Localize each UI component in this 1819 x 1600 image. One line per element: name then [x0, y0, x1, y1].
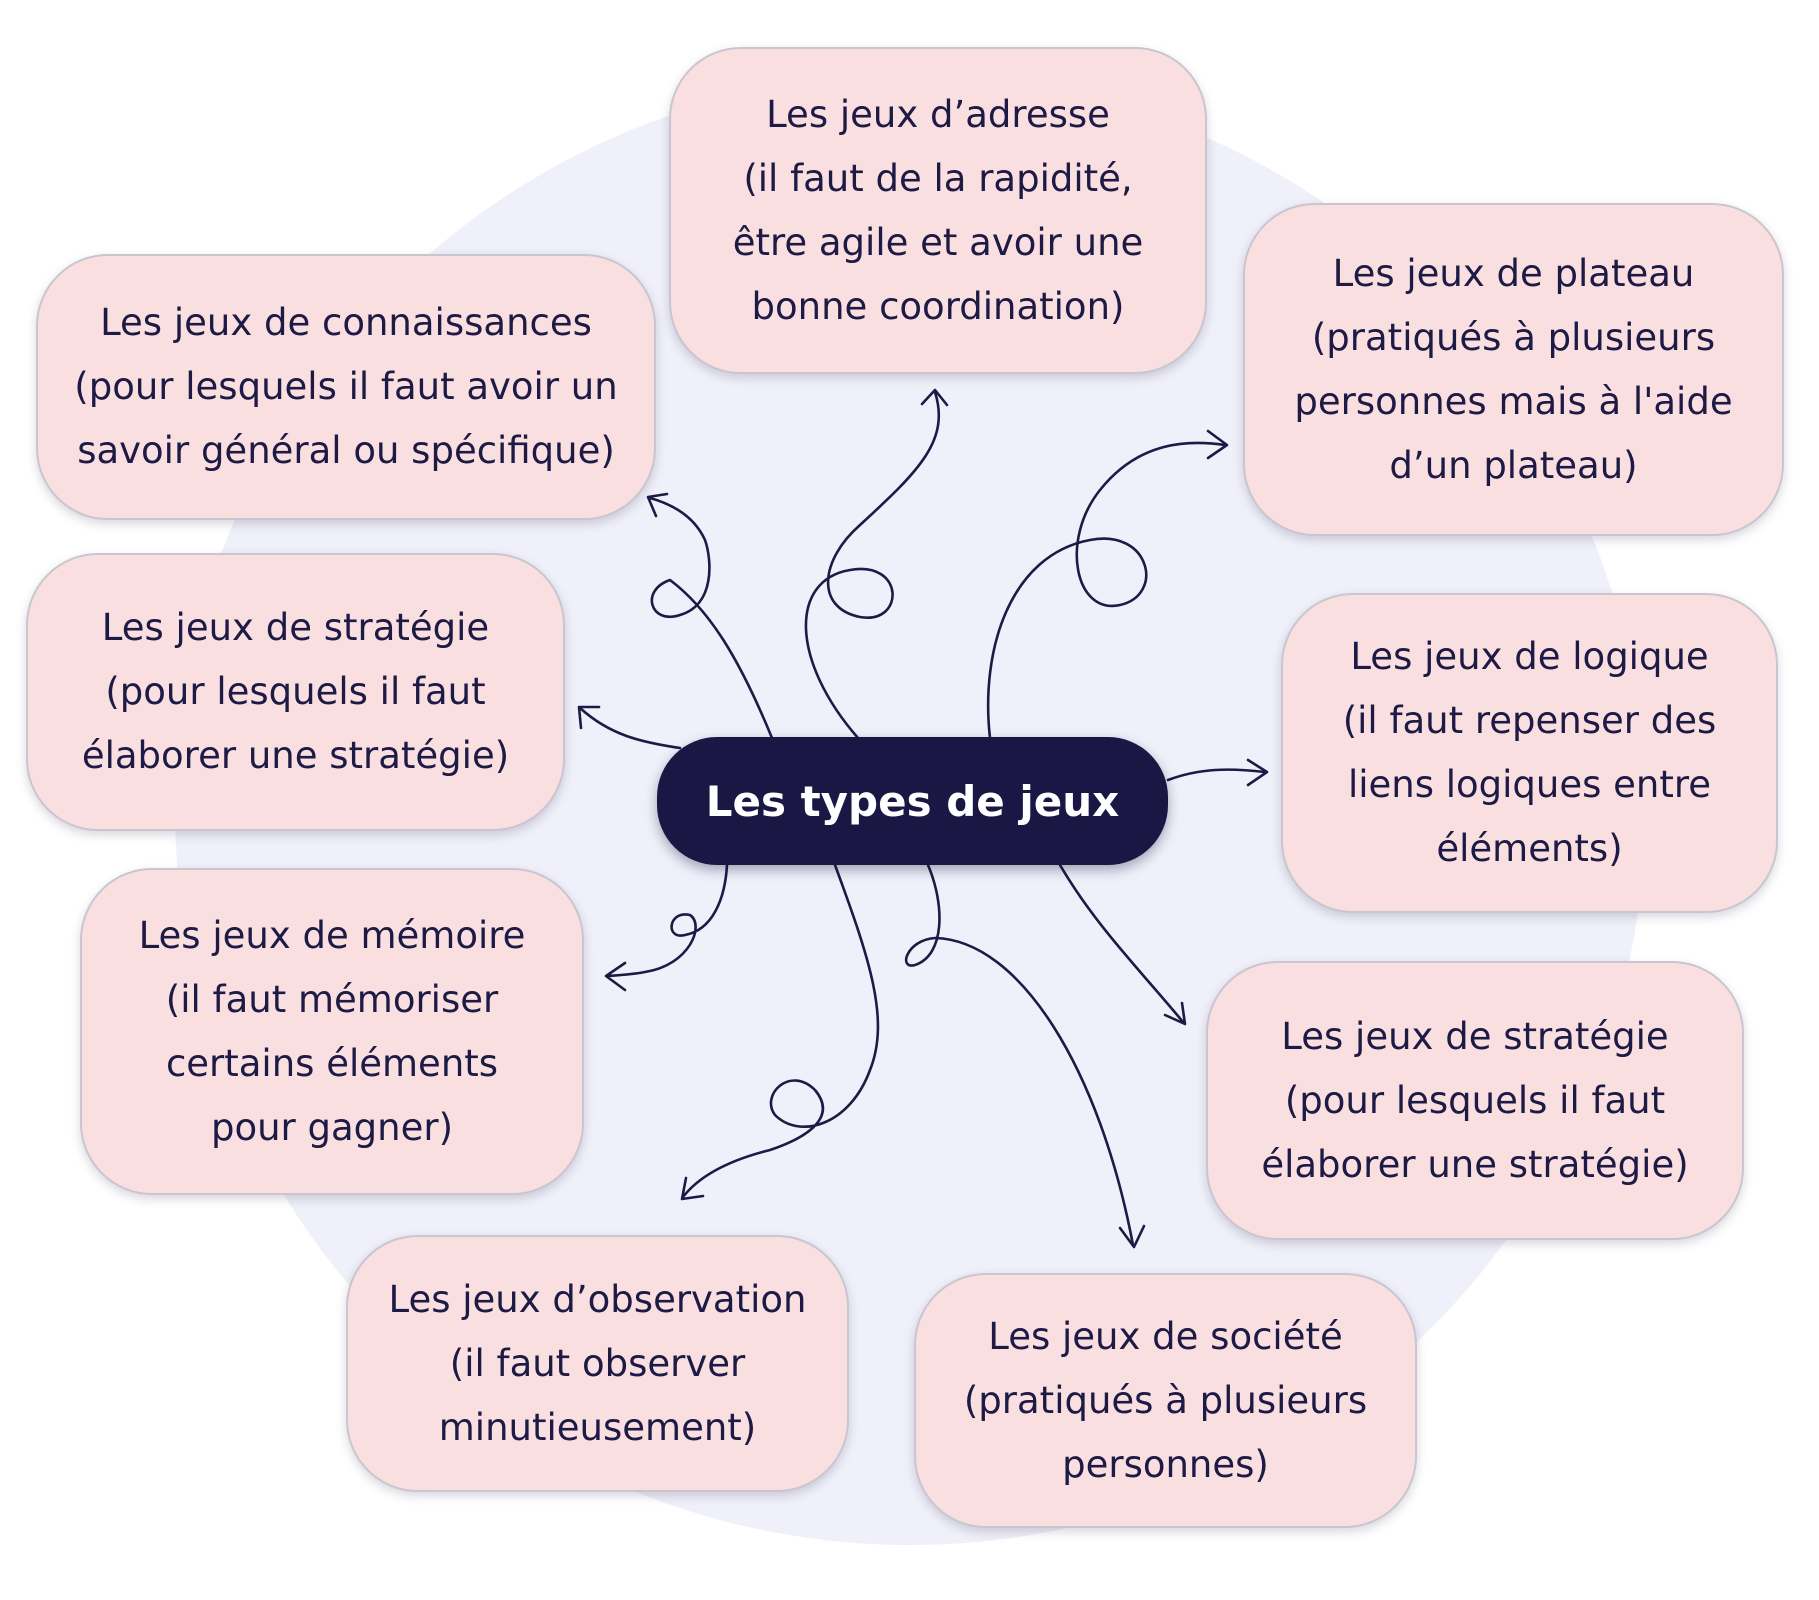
arrowhead-connaissances [646, 492, 669, 518]
node-plateau-desc-1: (pratiqués à plusieurs [1311, 315, 1716, 359]
arrow-to-strategie-left [578, 706, 682, 750]
node-logique-desc-1: (il faut repenser des [1342, 699, 1717, 742]
arrow-to-connaissances [648, 496, 774, 740]
arrow-to-adresse [804, 390, 941, 740]
node-logique-desc-2: liens logiques entre [1347, 763, 1712, 806]
node-observation-title: Les jeux d’observation [388, 1277, 807, 1321]
node-jeux-logique: Les jeux de logique (il faut repenser de… [1281, 593, 1778, 913]
node-jeux-adresse: Les jeux d’adresse (il faut de la rapidi… [669, 47, 1207, 374]
node-jeux-strategie-left: Les jeux de stratégie (pour lesquels il … [26, 553, 565, 831]
node-plateau-desc-2: personnes mais à l'aide [1294, 379, 1733, 423]
node-jeux-plateau: Les jeux de plateau (pratiqués à plusieu… [1243, 203, 1784, 536]
node-societe-desc-1: (pratiqués à plusieurs [963, 1378, 1368, 1422]
arrowhead-strategie-right [1163, 1001, 1187, 1026]
node-jeux-societe: Les jeux de société (pratiqués à plusieu… [914, 1273, 1417, 1528]
node-plateau-title: Les jeux de plateau [1332, 251, 1695, 295]
arrowhead-societe [1118, 1224, 1146, 1249]
node-strategie-left-desc-2: élaborer une stratégie) [81, 734, 510, 777]
node-strategie-right-desc-1: (pour lesquels il faut [1284, 1078, 1666, 1122]
node-adresse-desc-1: (il faut de la rapidité, [743, 156, 1133, 200]
node-memoire-desc-1: (il faut mémoriser [165, 977, 499, 1021]
arrow-to-logique [1166, 768, 1267, 782]
center-node: Les types de jeux [657, 737, 1168, 865]
arrow-to-societe [904, 863, 1135, 1247]
arrow-to-memoire [606, 863, 729, 978]
arrowhead-logique [1246, 758, 1269, 787]
node-societe-desc-2: personnes) [1062, 1442, 1269, 1486]
node-strategie-left-title: Les jeux de stratégie [101, 606, 490, 649]
node-societe-title: Les jeux de société [988, 1314, 1343, 1358]
node-plateau-desc-3: d’un plateau) [1389, 443, 1638, 487]
node-observation-desc-1: (il faut observer [449, 1341, 746, 1385]
node-connaissances-desc-1: (pour lesquels il faut avoir un [74, 365, 618, 408]
node-adresse-desc-3: bonne coordination) [751, 284, 1125, 328]
node-jeux-observation: Les jeux d’observation (il faut observer… [346, 1235, 849, 1492]
arrowhead-plateau [1206, 429, 1229, 460]
node-strategie-left-desc-1: (pour lesquels il faut [105, 670, 486, 713]
node-memoire-desc-3: pour gagner) [210, 1105, 454, 1149]
node-connaissances-title: Les jeux de connaissances [100, 301, 592, 344]
node-strategie-right-title: Les jeux de stratégie [1281, 1014, 1669, 1058]
arrowhead-observation [680, 1176, 705, 1201]
arrow-to-strategie-right [1058, 863, 1185, 1024]
node-jeux-strategie-right: Les jeux de stratégie (pour lesquels il … [1206, 961, 1744, 1240]
center-title: Les types de jeux [705, 776, 1120, 826]
arrow-to-observation [681, 863, 880, 1199]
node-strategie-right-desc-2: élaborer une stratégie) [1261, 1142, 1689, 1186]
arrow-to-plateau [986, 441, 1227, 740]
node-logique-desc-3: éléments) [1436, 827, 1623, 870]
arrowhead-adresse [920, 388, 949, 407]
node-jeux-connaissances: Les jeux de connaissances (pour lesquels… [36, 254, 656, 520]
node-adresse-desc-2: être agile et avoir une [732, 220, 1144, 264]
node-jeux-memoire: Les jeux de mémoire (il faut mémoriser c… [80, 868, 584, 1195]
node-adresse-title: Les jeux d’adresse [766, 92, 1110, 136]
node-logique-title: Les jeux de logique [1350, 635, 1709, 678]
arrowhead-strategie-left [577, 705, 601, 730]
arrowhead-memoire [604, 961, 627, 992]
node-observation-desc-2: minutieusement) [438, 1405, 757, 1449]
node-memoire-desc-2: certains éléments [165, 1041, 499, 1085]
node-connaissances-desc-2: savoir général ou spécifique) [77, 429, 615, 472]
node-memoire-title: Les jeux de mémoire [138, 913, 526, 957]
